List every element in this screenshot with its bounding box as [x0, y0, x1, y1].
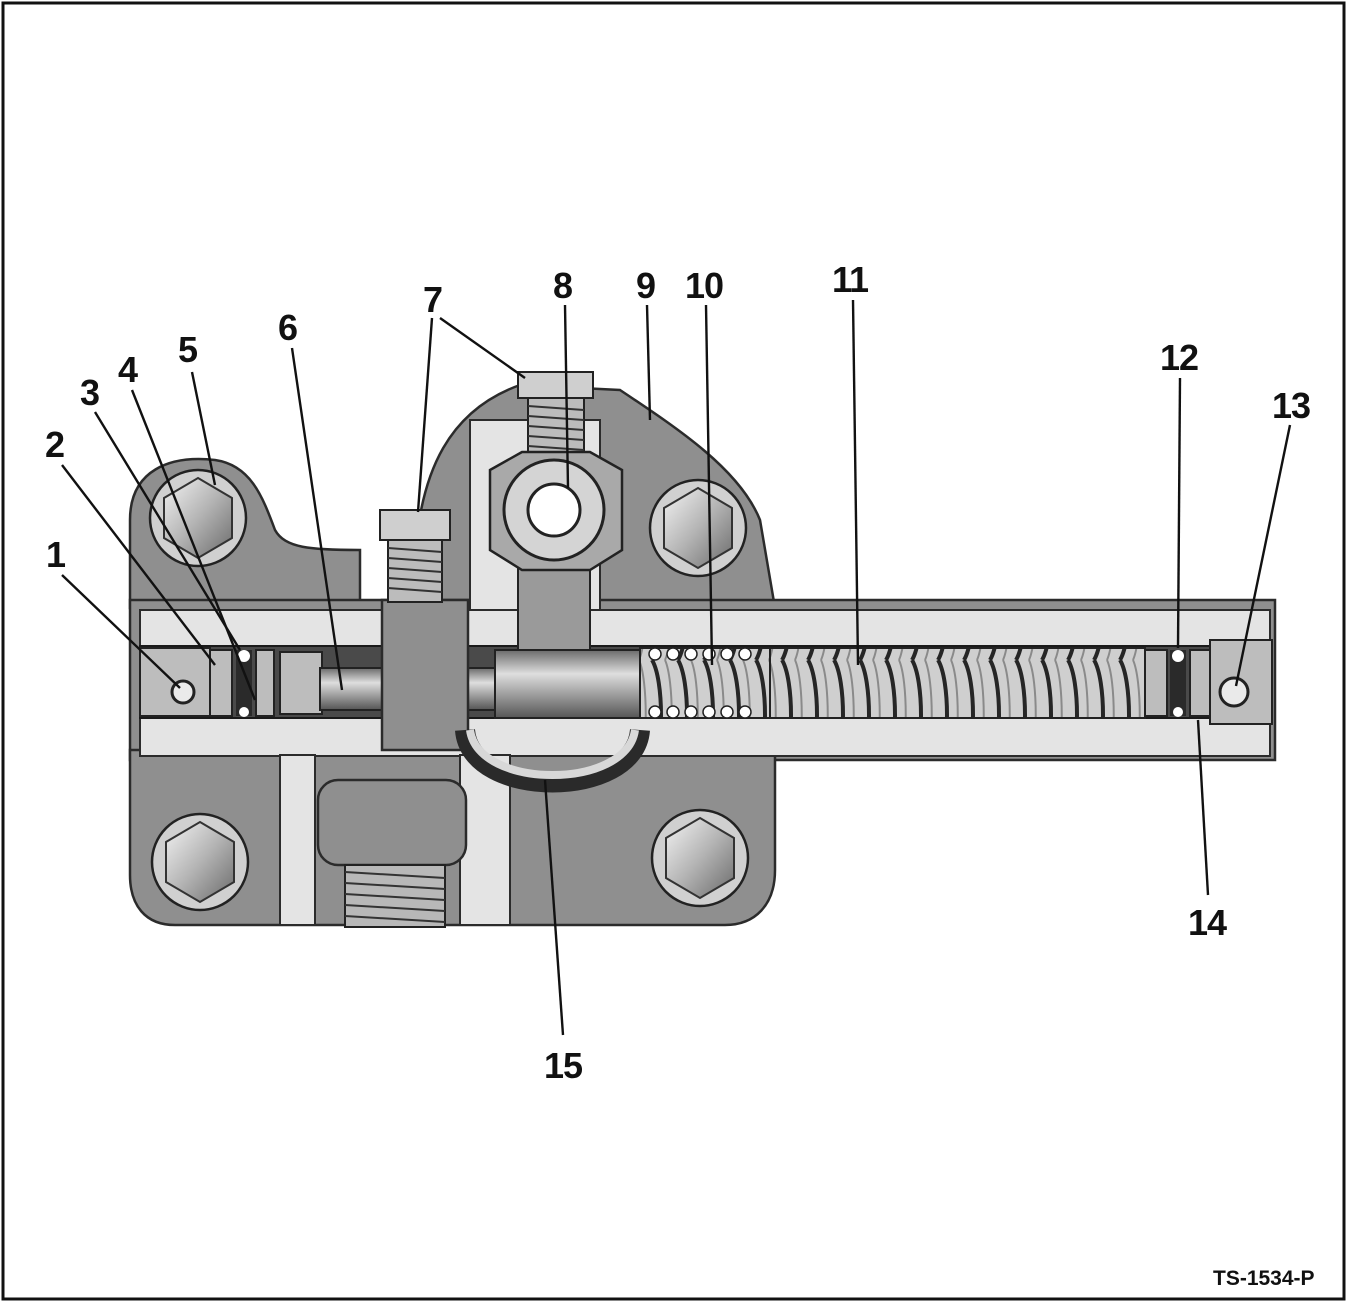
pin-hole-right [1218, 676, 1250, 708]
seal-left-b [255, 649, 275, 717]
ring-left [236, 650, 252, 716]
leader-13 [1234, 424, 1292, 687]
ring-dot-left-top [238, 650, 250, 662]
outlet-port-nut [488, 450, 624, 651]
leader-8 [563, 304, 570, 489]
figure-id: TS-1534-P [1213, 1267, 1315, 1290]
leader-4 [130, 389, 257, 701]
high-speed-spring [769, 647, 1146, 719]
callout-1: 1 [46, 534, 66, 575]
adjusting-screw-left [379, 509, 451, 603]
callout-7: 7 [423, 279, 442, 320]
bolt-head-upper-left [148, 468, 248, 568]
seal-right-b [1189, 649, 1211, 717]
callout-14: 14 [1188, 902, 1227, 943]
seal-right-a [1144, 649, 1168, 717]
bolt-head-lower-left [150, 812, 250, 912]
callout-6: 6 [278, 307, 297, 348]
leader-6 [290, 347, 344, 691]
leader-2 [61, 464, 216, 666]
callout-13: 13 [1272, 385, 1310, 426]
governor-assembly-illustration [128, 371, 1277, 928]
leader-lines [61, 299, 1292, 1036]
callout-8: 8 [553, 265, 572, 306]
leader-7b [439, 317, 526, 379]
callout-11: 11 [832, 259, 869, 300]
lower-threaded-fitting [344, 864, 446, 928]
callout-9: 9 [636, 265, 655, 306]
upper-cutaway [139, 609, 1271, 647]
lower-left-pocket [279, 754, 316, 926]
leader-14 [1196, 719, 1210, 896]
callout-15: 15 [544, 1045, 583, 1086]
ring-dot-right-top [1172, 650, 1184, 662]
leader-7a [416, 317, 434, 513]
ring-dot-left-bottom [239, 707, 249, 717]
seal-left-c [279, 651, 323, 715]
leader-12 [1176, 377, 1182, 649]
bolt-head-upper-right [648, 478, 748, 578]
valve-plunger [494, 649, 641, 719]
vertical-port-body [380, 598, 470, 752]
lower-port-boss [316, 778, 468, 867]
lower-cutaway [139, 717, 1271, 757]
seal-left-a [209, 649, 233, 717]
leader-10 [704, 304, 714, 666]
ring-dot-right-bottom [1173, 707, 1183, 717]
leader-15 [543, 779, 565, 1036]
low-speed-spring [639, 647, 771, 719]
callout-10: 10 [685, 265, 723, 306]
leader-3 [93, 411, 242, 651]
check-ring [455, 728, 650, 793]
adjusting-screw-upper [517, 371, 594, 457]
leader-5 [190, 371, 217, 486]
callout-5: 5 [178, 329, 198, 370]
callout-12: 12 [1160, 337, 1198, 378]
ring-right [1170, 650, 1186, 716]
callout-3: 3 [80, 372, 99, 413]
bolt-head-lower-right [650, 808, 750, 908]
leader-11 [851, 299, 860, 666]
leader-9 [645, 304, 652, 421]
leader-1 [61, 574, 181, 689]
callout-4: 4 [118, 349, 138, 390]
callout-2: 2 [45, 424, 64, 465]
callout-labels: 1 2 3 4 5 6 7 8 9 10 11 12 13 14 15 [45, 259, 1311, 1086]
